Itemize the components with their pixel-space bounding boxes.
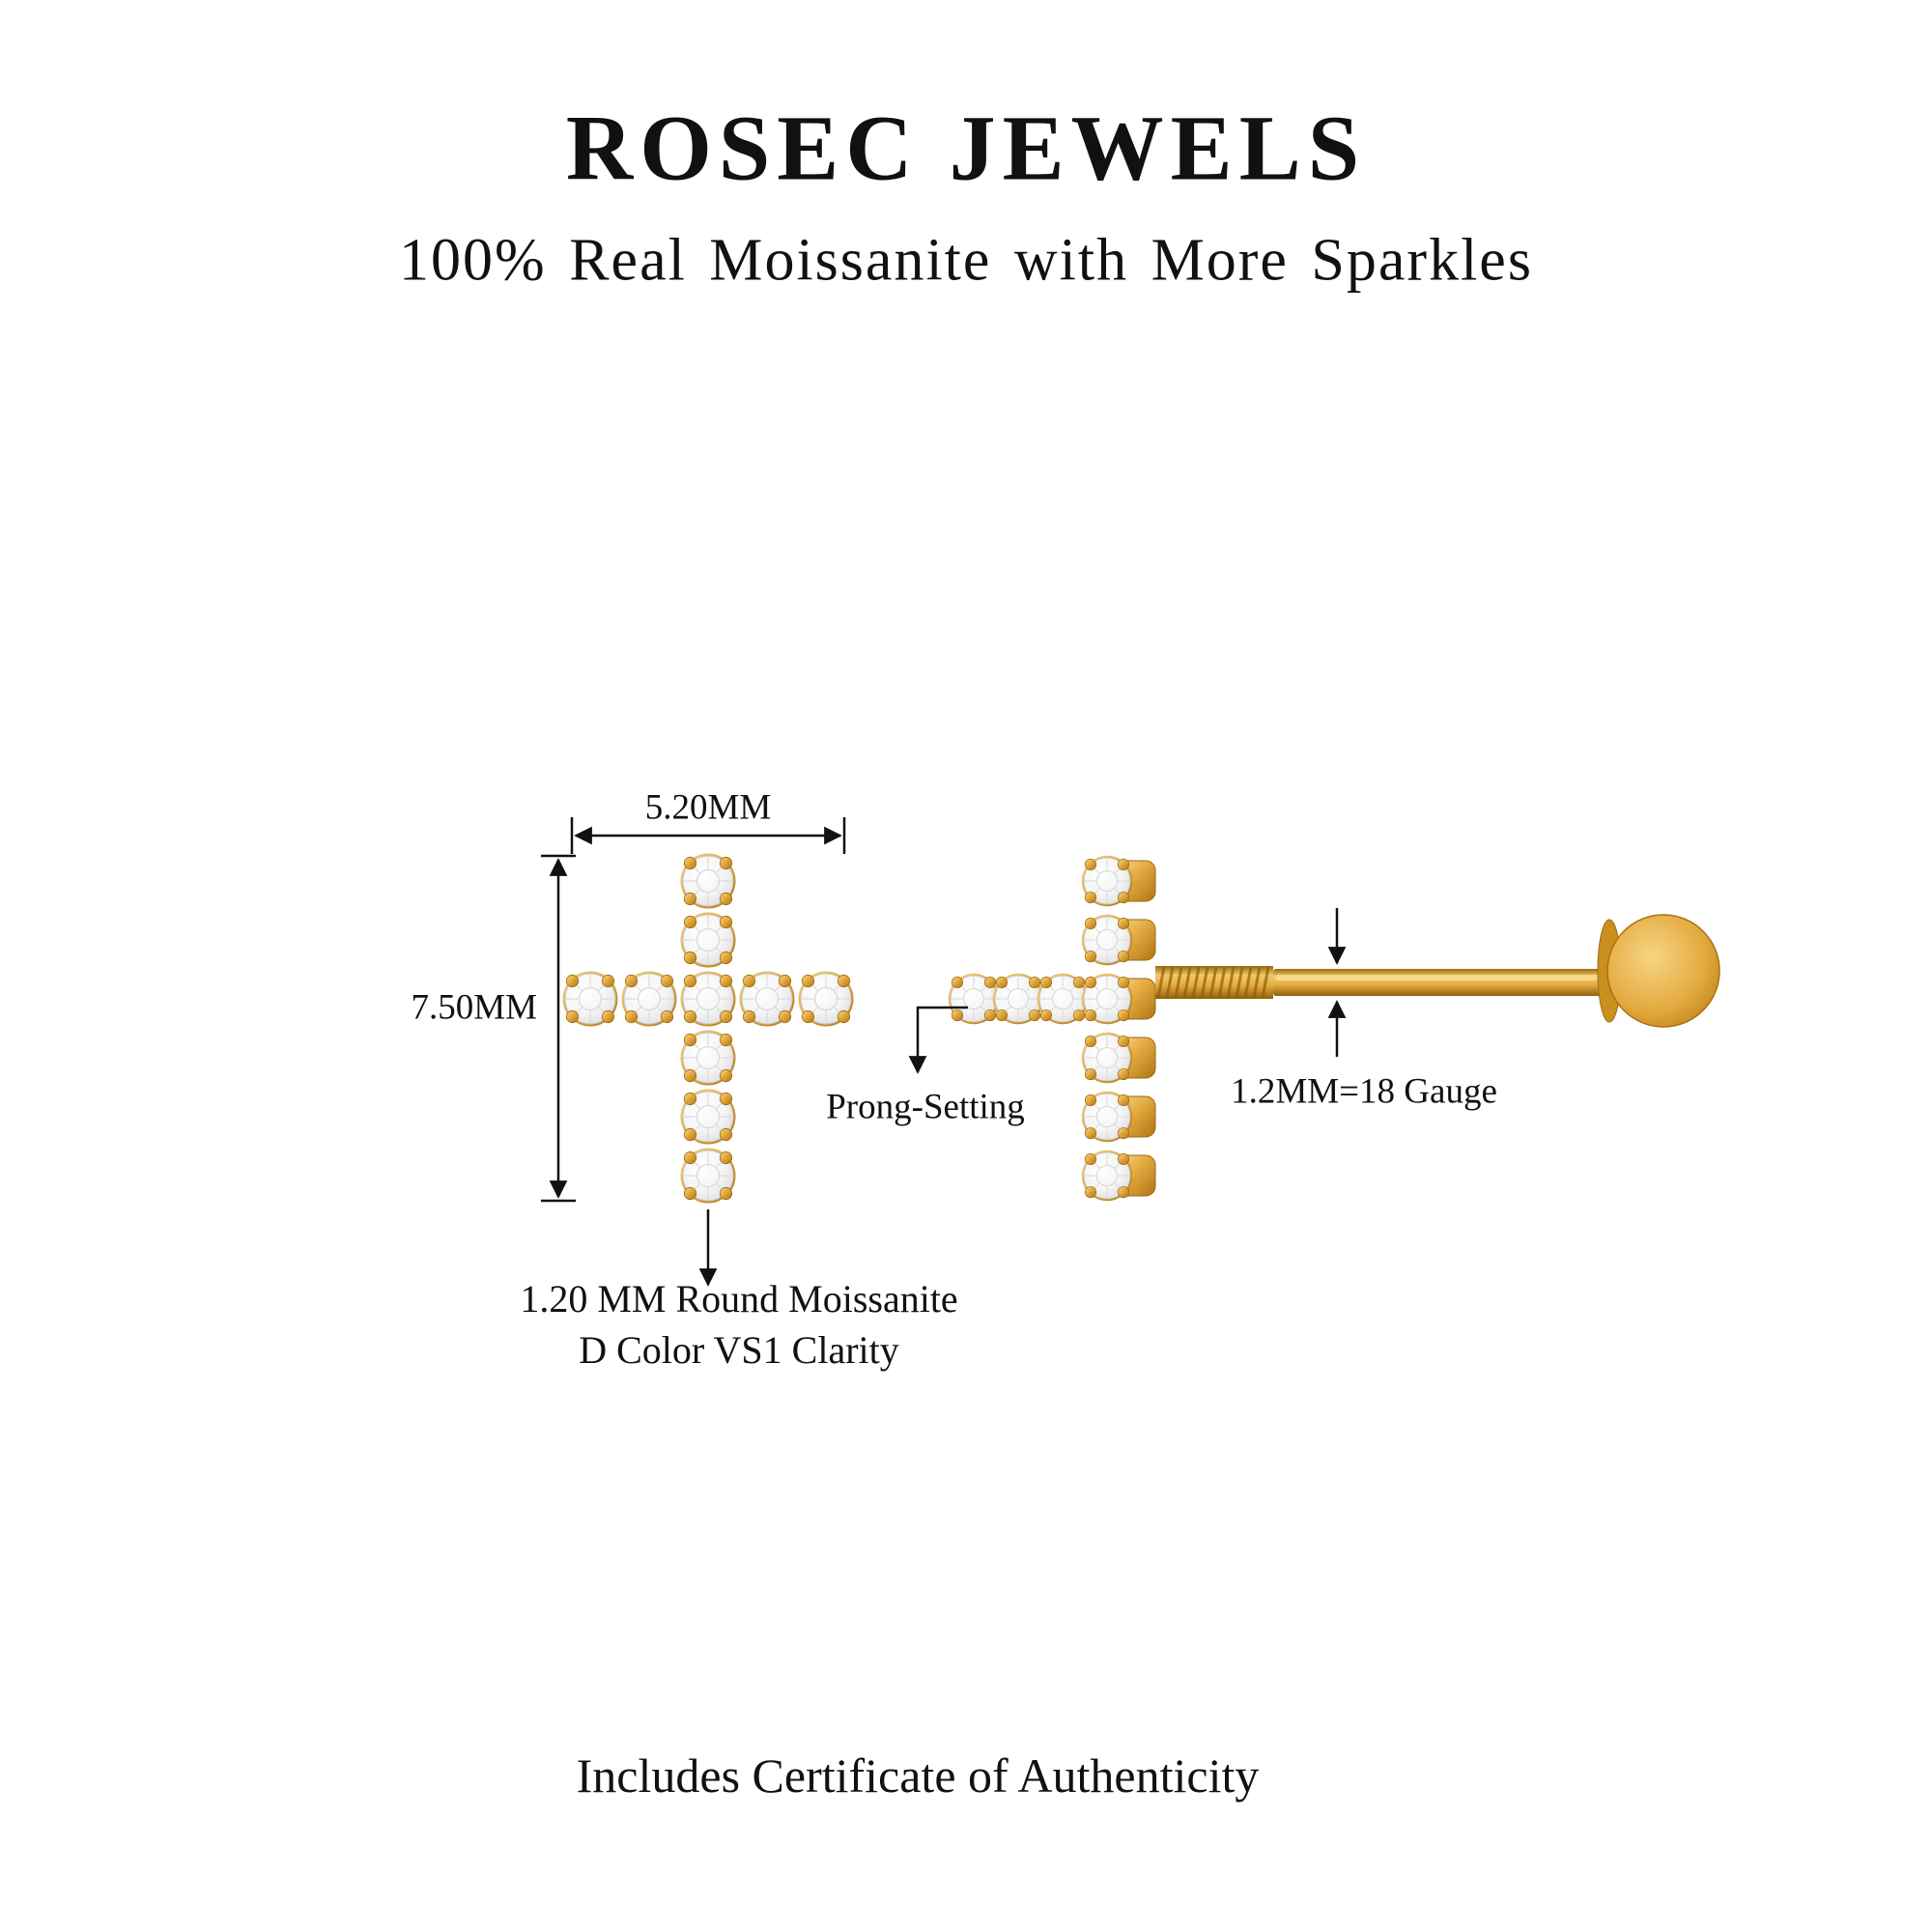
- moissanite-stone: [1081, 973, 1133, 1025]
- width-dimension-label: 5.20MM: [644, 787, 772, 828]
- stone-specification-note: 1.20 MM Round Moissanite D Color VS1 Cla…: [520, 1274, 957, 1377]
- height-dimension-arrow: [541, 854, 576, 1203]
- moissanite-stone: [1081, 1091, 1133, 1143]
- moissanite-stone: [738, 970, 796, 1028]
- moissanite-stone: [679, 970, 737, 1028]
- stone-note-line1: 1.20 MM Round Moissanite: [520, 1277, 958, 1321]
- prong-pointer-arrow: [908, 1006, 968, 1074]
- moissanite-stone: [1081, 1032, 1133, 1084]
- moissanite-stone: [1081, 914, 1133, 966]
- moissanite-stone: [797, 970, 855, 1028]
- threaded-post: [1155, 966, 1273, 999]
- certificate-note: Includes Certificate of Authenticity: [576, 1748, 1260, 1803]
- prong-setting-label: Prong-Setting: [826, 1087, 1025, 1127]
- labret-disc-back: [1597, 914, 1720, 1028]
- stone-note-line2: D Color VS1 Clarity: [579, 1328, 899, 1372]
- moissanite-stone: [948, 973, 1000, 1025]
- gauge-label: 1.2MM=18 Gauge: [1231, 1071, 1497, 1112]
- brand-subtitle: 100% Real Moissanite with More Sparkles: [399, 227, 1533, 294]
- brand-title: ROSEC JEWELS: [565, 96, 1367, 200]
- front-view-cross: [561, 852, 855, 1205]
- height-dimension-label: 7.50MM: [411, 987, 537, 1028]
- moissanite-stone: [1081, 1150, 1133, 1202]
- moissanite-stone: [679, 1147, 737, 1205]
- moissanite-stone: [1081, 855, 1133, 907]
- moissanite-stone: [679, 1029, 737, 1087]
- moissanite-stone: [679, 852, 737, 910]
- side-view-earring: [948, 855, 1720, 1202]
- width-dimension-arrow: [570, 817, 846, 854]
- moissanite-stone: [1037, 973, 1089, 1025]
- post-rod: [1273, 969, 1607, 996]
- moissanite-stone: [679, 1088, 737, 1146]
- moissanite-stone: [620, 970, 678, 1028]
- moissanite-stone: [561, 970, 619, 1028]
- moissanite-stone: [679, 911, 737, 969]
- moissanite-stone: [992, 973, 1044, 1025]
